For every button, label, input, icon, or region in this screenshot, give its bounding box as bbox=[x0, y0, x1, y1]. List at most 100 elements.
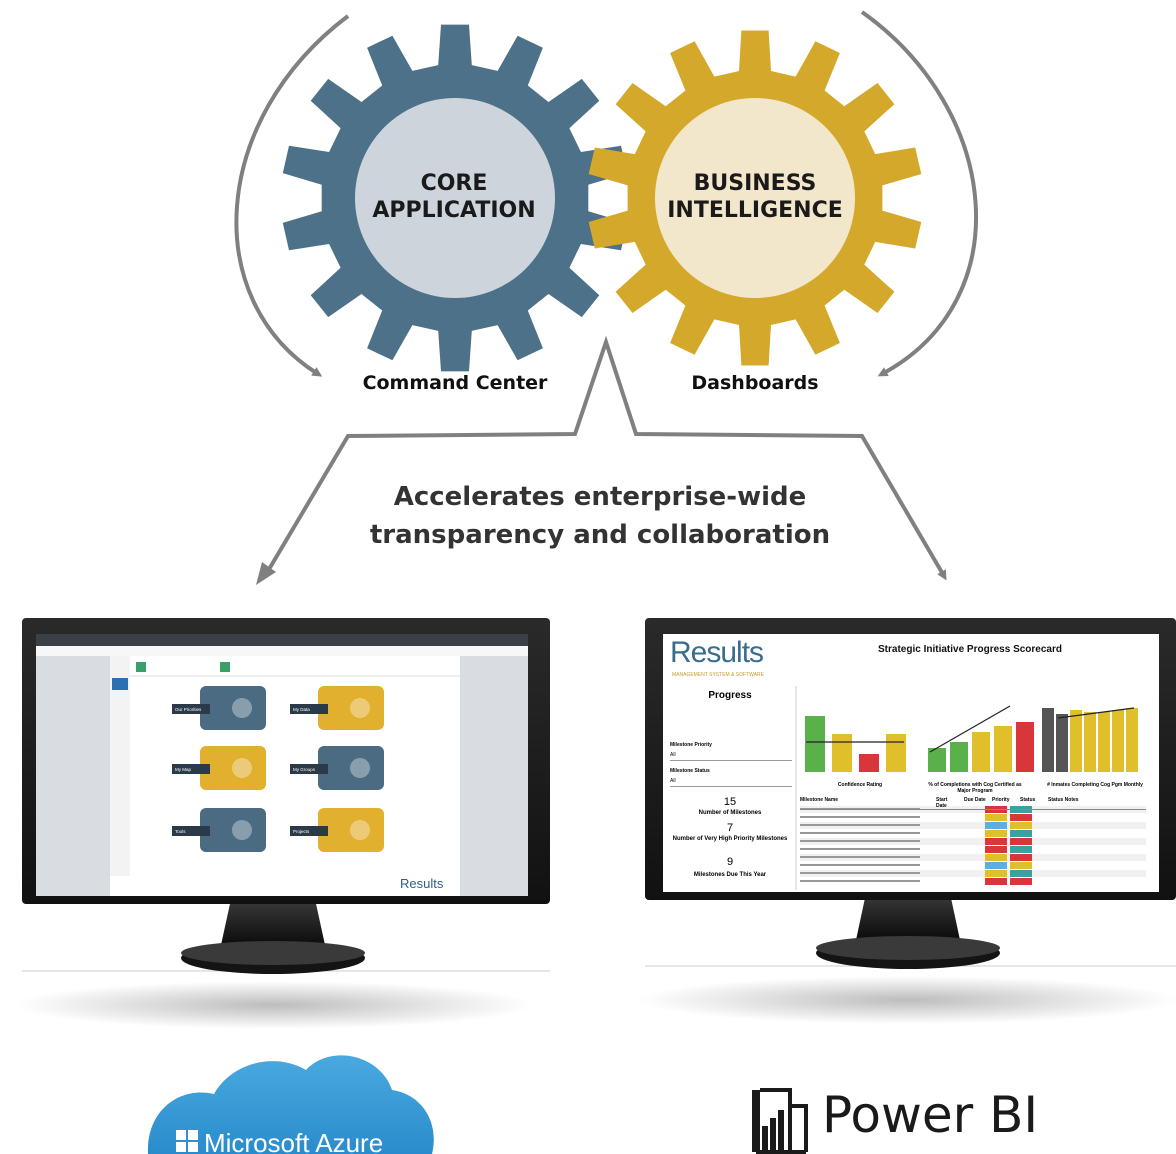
core-label-line1: CORE bbox=[420, 171, 488, 196]
milestone-priority-select[interactable]: All bbox=[670, 752, 792, 761]
right-monitor bbox=[638, 618, 1176, 1024]
command-tile bbox=[200, 746, 266, 790]
col-status-notes: Status Notes bbox=[1048, 797, 1079, 803]
split-arrow bbox=[263, 335, 947, 581]
col-milestone-name: Milestone Name bbox=[800, 797, 839, 803]
command-tile-icon bbox=[350, 698, 370, 718]
inmates-bar bbox=[1056, 714, 1068, 772]
command-tile bbox=[200, 686, 266, 730]
inmates-bar bbox=[1070, 710, 1082, 772]
priority-cell bbox=[985, 870, 1007, 877]
status-cell bbox=[1010, 862, 1032, 869]
azure-brand-text: Microsoft Azure bbox=[204, 1128, 384, 1154]
stat-milestones-value: 15 bbox=[723, 796, 737, 808]
left-curved-arrow bbox=[234, 14, 350, 377]
bi-label-line2: INTELLIGENCE bbox=[667, 198, 843, 223]
status-cell bbox=[1010, 838, 1032, 845]
headline-line2: transparency and collaboration bbox=[369, 520, 831, 550]
command-tile-label-bg bbox=[172, 704, 210, 714]
core-application-label: CORE APPLICATION bbox=[369, 170, 539, 224]
milestone-row-text bbox=[800, 872, 920, 874]
completion-bar bbox=[994, 726, 1012, 772]
inmates-bar bbox=[1084, 712, 1096, 772]
progress-heading: Progress bbox=[708, 690, 752, 701]
priority-cell bbox=[985, 814, 1007, 821]
completion-bar bbox=[928, 748, 946, 772]
core-label-line2: APPLICATION bbox=[372, 198, 536, 223]
chart2-caption: % of Completions with Cog Certified as M… bbox=[928, 782, 1022, 794]
command-tile-label: My Data bbox=[293, 707, 310, 712]
command-tile bbox=[318, 808, 384, 852]
business-intelligence-gear bbox=[588, 30, 922, 366]
command-tile-label: My Map bbox=[175, 767, 192, 772]
chart1-caption: Confidence Rating bbox=[837, 782, 883, 788]
status-cell bbox=[1010, 878, 1032, 885]
confidence-bar bbox=[805, 716, 825, 772]
priority-cell bbox=[985, 830, 1007, 837]
power-bi-brand-text: Power BI bbox=[822, 1086, 1039, 1144]
inmates-bar bbox=[1126, 708, 1138, 772]
status-cell bbox=[1010, 846, 1032, 853]
inmates-bar bbox=[1112, 710, 1124, 772]
dashboards-caption: Dashboards bbox=[691, 372, 819, 394]
col-priority: Priority bbox=[992, 797, 1010, 803]
dashboard-logo: Results bbox=[670, 636, 764, 669]
milestone-priority-label: Milestone Priority bbox=[670, 742, 712, 748]
inmates-bar bbox=[1098, 712, 1110, 772]
priority-cell bbox=[985, 854, 1007, 861]
completion-bar bbox=[1016, 722, 1034, 772]
command-tile bbox=[200, 808, 266, 852]
command-tile-label: Tools bbox=[175, 829, 186, 834]
col-start-date: Start Date bbox=[936, 797, 948, 809]
priority-cell bbox=[985, 878, 1007, 885]
milestone-row-text bbox=[800, 840, 920, 842]
milestone-status-label: Milestone Status bbox=[670, 768, 710, 774]
command-center-caption: Command Center bbox=[362, 372, 548, 394]
milestone-status-select[interactable]: All bbox=[670, 778, 792, 787]
milestone-row-text bbox=[800, 864, 920, 866]
milestone-row bbox=[800, 814, 1146, 821]
headline: Accelerates enterprise-wide transparency… bbox=[330, 478, 870, 554]
stat-high-priority-label: Number of Very High Priority Milestones bbox=[672, 836, 788, 842]
dashboard-logo-sub: MANAGEMENT SYSTEM & SOFTWARE bbox=[672, 672, 764, 678]
status-cell bbox=[1010, 830, 1032, 837]
bi-gear-hub bbox=[655, 98, 855, 298]
milestone-row bbox=[800, 862, 1146, 869]
command-tile-label-bg bbox=[172, 764, 210, 774]
status-cell bbox=[1010, 822, 1032, 829]
milestone-row-text bbox=[800, 824, 920, 826]
confidence-bar bbox=[832, 734, 852, 772]
command-tile-label-bg bbox=[290, 704, 328, 714]
status-cell bbox=[1010, 854, 1032, 861]
command-tile bbox=[318, 746, 384, 790]
priority-cell bbox=[985, 822, 1007, 829]
stat-due-year-label: Milestones Due This Year bbox=[693, 872, 767, 878]
command-tile-icon bbox=[232, 758, 252, 778]
command-tile-label: Projects bbox=[293, 829, 310, 834]
milestone-row bbox=[800, 846, 1146, 853]
stat-due-year-value: 9 bbox=[726, 856, 734, 868]
command-tile-label-bg bbox=[290, 764, 328, 774]
milestone-row bbox=[800, 854, 1146, 861]
command-tile-icon bbox=[232, 698, 252, 718]
milestone-table-header: Milestone Name Start Date Due Date Prior… bbox=[800, 797, 1146, 810]
power-bi-icon bbox=[752, 1088, 808, 1154]
priority-cell bbox=[985, 838, 1007, 845]
milestone-row-text bbox=[800, 816, 920, 818]
status-cell bbox=[1010, 870, 1032, 877]
bi-label-line1: BUSINESS bbox=[693, 171, 817, 196]
command-tile bbox=[318, 686, 384, 730]
completion-bar bbox=[972, 732, 990, 772]
confidence-bar bbox=[859, 754, 879, 772]
milestone-row bbox=[800, 838, 1146, 845]
chart3-caption: # Inmates Completing Cog Pgm Monthly bbox=[1047, 782, 1143, 788]
command-tile-icon bbox=[232, 820, 252, 840]
completion-trend-line bbox=[929, 705, 1011, 753]
col-due-date: Due Date bbox=[964, 797, 986, 803]
business-intelligence-label: BUSINESS INTELLIGENCE bbox=[655, 170, 855, 224]
confidence-bar bbox=[886, 734, 906, 772]
inmates-bar bbox=[1042, 708, 1054, 772]
stat-high-priority-value: 7 bbox=[726, 822, 734, 834]
priority-cell bbox=[985, 846, 1007, 853]
